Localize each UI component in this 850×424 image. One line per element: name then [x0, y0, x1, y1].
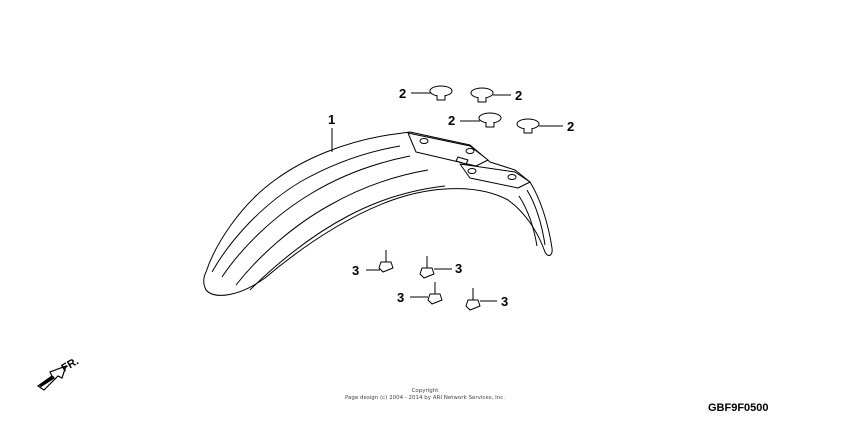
- front-direction-arrow-icon: [36, 364, 67, 391]
- copyright-line-1: Copyright: [412, 388, 440, 394]
- cushion-d[interactable]: [516, 118, 540, 134]
- copyright-line-2: Page design (c) 2004 - 2014 by ARI Netwo…: [345, 395, 505, 401]
- cushion-a[interactable]: [429, 85, 453, 101]
- callout-bolt-a: 3: [352, 263, 359, 278]
- direction-label: FR.: [60, 355, 81, 374]
- callout-cushion-a: 2: [399, 86, 406, 101]
- bolt-d[interactable]: [465, 288, 481, 311]
- callout-bolt-b: 3: [455, 261, 462, 276]
- bolt-c[interactable]: [427, 282, 443, 305]
- callout-cushion-b: 2: [515, 88, 522, 103]
- bolt-b[interactable]: [419, 256, 435, 279]
- cushion-b[interactable]: [470, 87, 494, 103]
- callout-bolt-c: 3: [397, 290, 404, 305]
- bolt-a[interactable]: [378, 250, 394, 273]
- callout-cushion-d: 2: [567, 119, 574, 134]
- callout-cushion-c: 2: [448, 113, 455, 128]
- callout-bolt-d: 3: [501, 294, 508, 309]
- front-fender[interactable]: [203, 131, 553, 296]
- diagram-code: GBF9F0500: [708, 402, 769, 414]
- cushion-c[interactable]: [478, 112, 502, 128]
- callout-fender: 1: [328, 112, 335, 127]
